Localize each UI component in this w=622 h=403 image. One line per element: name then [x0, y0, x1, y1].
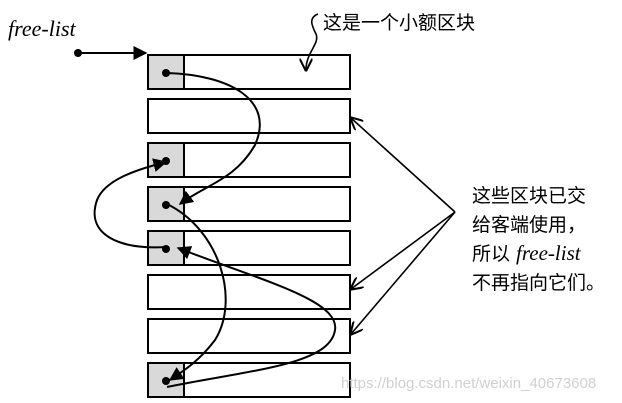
- note-line-3: 所以 free-list: [472, 239, 581, 266]
- watermark: https://blog.csdn.net/weixin_40673608: [341, 375, 597, 392]
- small-block-label: 这是一个小额区块: [323, 12, 476, 34]
- note-arrow-block2: [351, 118, 456, 213]
- link-block8-to-block5: [166, 246, 337, 388]
- link-block4-to-block8: [166, 203, 227, 381]
- memory-block: [147, 274, 351, 310]
- note-line-3-prefix: 所以: [472, 243, 517, 265]
- free-list-label: free-list: [8, 16, 76, 41]
- next-pointer-dot: [162, 69, 170, 77]
- memory-block: [147, 98, 351, 134]
- next-pointer-dot: [162, 377, 170, 385]
- note-arrow-block6: [351, 211, 456, 289]
- next-pointer-dot: [162, 201, 170, 209]
- wavy-label-pointer: [306, 13, 319, 70]
- link-block1-to-block4: [166, 72, 261, 205]
- note-line-2: 给客端使用，: [472, 214, 587, 236]
- note-line-1: 这些区块已交: [472, 185, 587, 207]
- next-pointer-dot: [162, 157, 170, 165]
- link-block5-to-block3: [93, 158, 168, 249]
- memory-block: [147, 318, 351, 354]
- note-free-list: free-list: [516, 241, 581, 265]
- note-line-4: 不再指向它们。: [472, 272, 606, 294]
- note-arrow-block7: [351, 211, 456, 334]
